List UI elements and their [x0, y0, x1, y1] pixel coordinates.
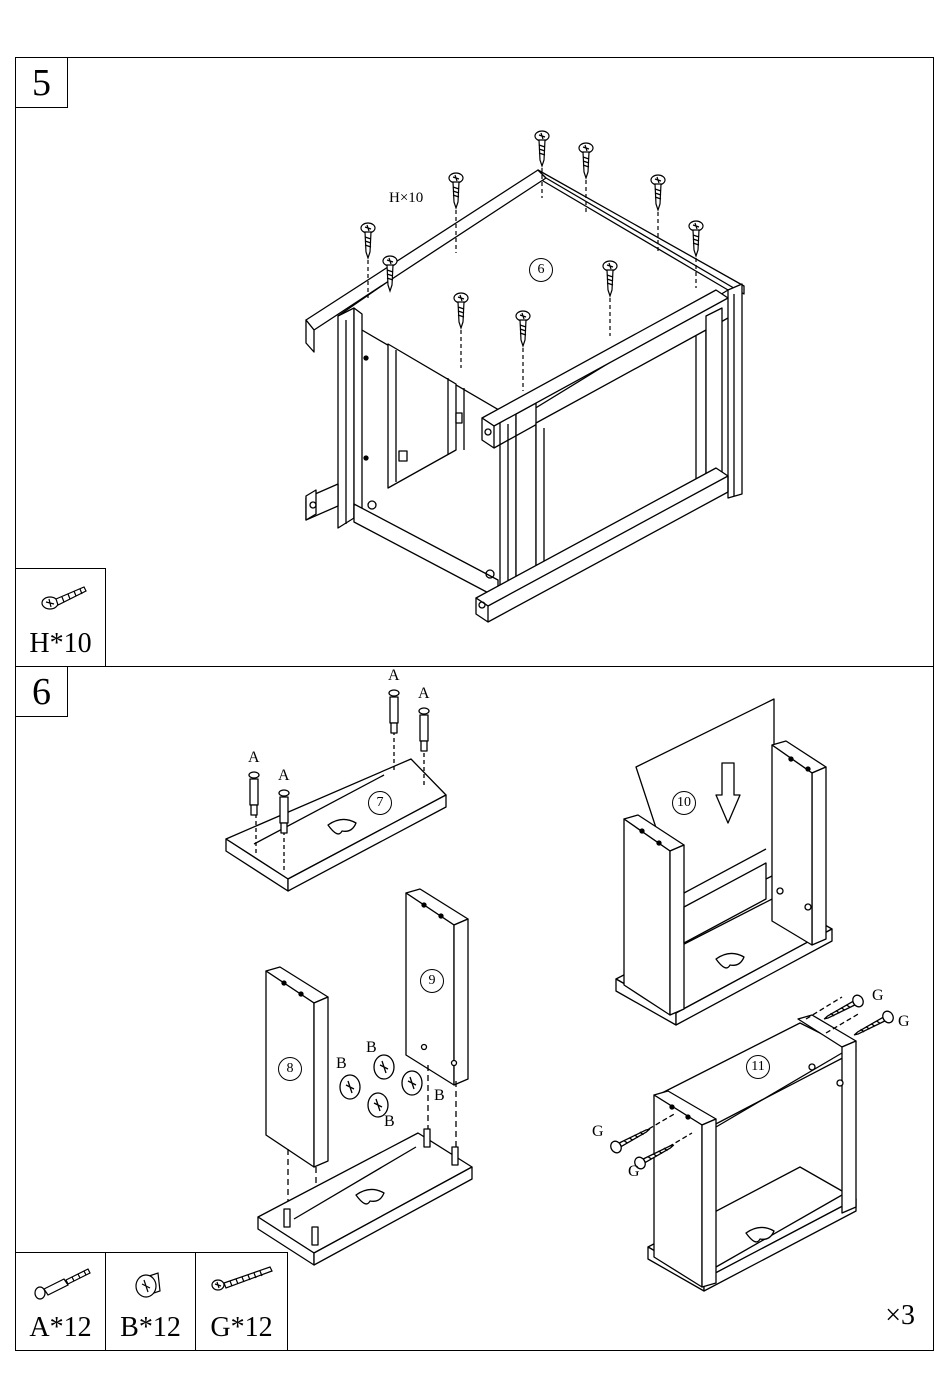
label-g: G [872, 987, 884, 1005]
hardware-box-h: H*10 [16, 568, 106, 666]
panel-7-drawing [226, 690, 446, 891]
screw-h-icon [535, 131, 549, 198]
label-a: A [278, 767, 290, 785]
hardware-box-g: G*12 [196, 1252, 288, 1350]
screw-h-icon [16, 569, 106, 629]
panel-number-11: 11 [746, 1055, 770, 1079]
cam-lock-b-icon [340, 1075, 360, 1099]
label-b: B [366, 1039, 377, 1057]
screw-h-icon [449, 173, 463, 253]
hardware-box-b: B*12 [106, 1252, 196, 1350]
wood-screw-g-icon [609, 1124, 653, 1155]
wood-screw-g-icon [822, 993, 866, 1024]
label-g: G [592, 1123, 604, 1141]
screw-h-icon [689, 221, 703, 288]
cam-lock-b-icon [106, 1253, 196, 1313]
hardware-label: A*12 [16, 1312, 105, 1344]
step-5-panel: 5 [15, 57, 934, 667]
panel-number-8: 8 [278, 1057, 302, 1081]
drawer-assembly-drawing [16, 667, 932, 1349]
label-g: G [628, 1163, 640, 1181]
screw-h-icon [579, 143, 593, 213]
panel-number-6: 6 [529, 258, 553, 282]
step-6-panel: 6 [15, 666, 934, 1351]
panel-number-9: 9 [420, 969, 444, 993]
cam-lock-b-icon [374, 1055, 394, 1079]
panel-9-drawing [406, 889, 468, 1147]
panel-number-7: 7 [368, 791, 392, 815]
hardware-box-a: A*12 [16, 1252, 106, 1350]
label-a: A [388, 667, 400, 685]
cam-bolt-a-icon [16, 1253, 106, 1313]
screw-h-icon [361, 223, 375, 298]
hardware-label: G*12 [196, 1312, 287, 1344]
panel-11-assembly-drawing [628, 997, 860, 1291]
wood-screw-g-icon [196, 1253, 288, 1313]
screw-h-icon [383, 256, 397, 291]
label-b: B [434, 1087, 445, 1105]
screw-h-icon [603, 261, 617, 336]
screw-h-icon [454, 293, 468, 368]
label-a: A [418, 685, 430, 703]
screw-h-icon [651, 175, 665, 252]
wood-screw-g-icon [852, 1009, 896, 1040]
panel-10-assembly-drawing [616, 699, 832, 1025]
label-a: A [248, 749, 260, 767]
screw-h-icon [516, 311, 530, 391]
label-g: G [898, 1013, 910, 1031]
quantity-multiplier: ×3 [885, 1300, 915, 1332]
label-b: B [336, 1055, 347, 1073]
hardware-label: B*12 [106, 1312, 195, 1344]
hardware-label: H*10 [16, 628, 105, 660]
hardware-callout: H×10 [389, 190, 423, 207]
label-b: B [384, 1113, 395, 1131]
panel-number-10: 10 [672, 791, 696, 815]
cam-lock-b-icon [402, 1071, 422, 1095]
